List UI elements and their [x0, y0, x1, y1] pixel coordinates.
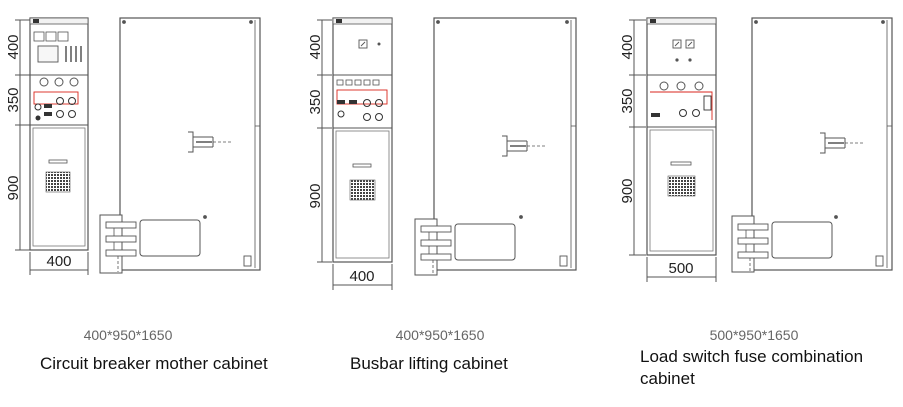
cabinet-3-name-label: Load switch fuse combination cabinet: [640, 347, 864, 388]
cabinet-3-vertical-dimension: [629, 19, 646, 256]
cabinet-2-name-label: Busbar lifting cabinet: [350, 354, 508, 373]
cabinet-1-dim-bottom: 900: [5, 175, 22, 200]
cabinet-1-dim-top: 400: [5, 34, 22, 59]
cabinet-3-side-view: [731, 17, 893, 273]
cabinet-2-drawing: 400 350 900: [307, 17, 577, 290]
cabinet-3-size-label: 500*950*1650: [709, 327, 799, 343]
cabinet-2-front-view: [332, 17, 393, 263]
cabinet-3-dim-bottom: 900: [619, 178, 636, 203]
cabinet-3-dim-mid: 350: [619, 88, 636, 113]
cabinet-2-size-label: 400*950*1650: [395, 327, 485, 343]
cabinet-1-dim-mid: 350: [5, 87, 22, 112]
cabinet-2-dim-width: 400: [349, 268, 374, 285]
cabinet-2-dim-top: 400: [307, 34, 324, 59]
cabinet-1-front-view: [29, 17, 89, 251]
cabinet-3-dim-width: 500: [668, 260, 693, 277]
cabinet-2-width-dimension: [332, 264, 393, 290]
cabinet-1-width-dimension: [29, 252, 89, 275]
cabinet-1-size-label: 400*950*1650: [83, 327, 173, 343]
cabinet-1-vertical-dimension: [15, 19, 30, 251]
cabinet-2-dim-mid: 350: [307, 89, 324, 114]
cabinet-1-side-view: [99, 17, 261, 274]
cabinet-3-dim-top: 400: [619, 34, 636, 59]
cabinet-3-front-view: [646, 17, 717, 256]
cabinet-2-side-view: [414, 17, 577, 276]
cabinet-1-drawing: 400 350 900: [5, 17, 261, 275]
cabinet-3-width-dimension: [646, 257, 717, 282]
cabinet-1-dim-width: 400: [46, 253, 71, 270]
cabinet-2-dim-bottom: 900: [307, 183, 324, 208]
cabinet-2-vertical-dimension: [317, 19, 332, 263]
cabinet-1-name-label: Circuit breaker mother cabinet: [40, 354, 268, 373]
cabinet-3-drawing: 400 350 900: [619, 17, 893, 282]
